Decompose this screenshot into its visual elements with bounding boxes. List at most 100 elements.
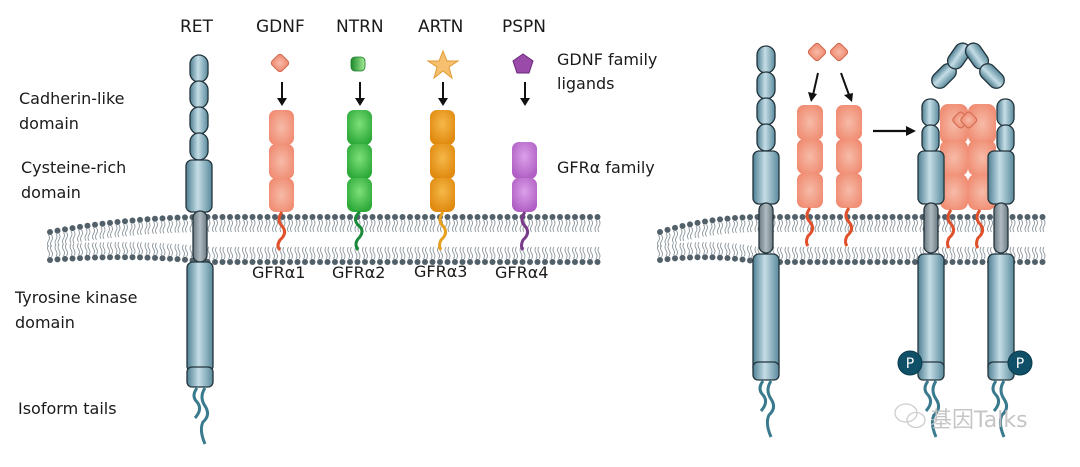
label-gfra4: GFRα4 — [495, 263, 548, 282]
lipid-head — [234, 213, 241, 233]
lipid-head — [91, 242, 99, 261]
lipid-head — [219, 246, 226, 266]
lipid-head — [234, 246, 241, 266]
lipid-head — [166, 214, 174, 234]
label-cadherin-line2: domain — [19, 114, 79, 133]
ret-receptor — [185, 54, 214, 445]
lipid-head — [881, 246, 889, 266]
artn-ligand-icon — [426, 49, 460, 80]
phospho-label-left: P — [906, 356, 914, 372]
lipid-head — [586, 246, 594, 266]
lipid-head — [151, 242, 159, 262]
cell-membrane-right — [656, 213, 1046, 266]
lipid-head — [316, 246, 324, 266]
lipid-head — [694, 219, 701, 239]
lipid-head — [594, 213, 601, 233]
label-gfra3: GFRα3 — [414, 262, 467, 281]
phosphorylation-right-icon: P — [1007, 350, 1033, 376]
lipid-head — [724, 215, 731, 235]
lipid-head — [136, 216, 144, 236]
lipid-head — [656, 228, 664, 248]
gfra4-receptor — [512, 142, 537, 251]
lipid-head — [594, 246, 601, 266]
lipid-head — [571, 246, 579, 266]
label-cysteine-line1: Cysteine-rich — [21, 158, 126, 177]
lipid-head — [579, 213, 586, 233]
lipid-head — [316, 213, 324, 233]
lipid-head — [586, 213, 594, 233]
lipid-head — [956, 213, 964, 233]
lipid-head — [889, 246, 896, 266]
header-artn: ARTN — [418, 17, 463, 37]
lipid-head — [564, 213, 571, 233]
lipid-head — [249, 213, 256, 233]
cell-membrane-left — [46, 213, 601, 266]
lipid-head — [466, 213, 474, 233]
pspn-ligand-icon — [512, 53, 534, 74]
lipid-head — [964, 246, 971, 266]
lipid-head — [829, 246, 836, 266]
lipid-head — [324, 246, 331, 266]
lipid-head — [489, 213, 496, 233]
lipid-head — [851, 246, 859, 266]
lipid-head — [904, 213, 911, 233]
phosphorylation-left-icon: P — [897, 350, 923, 376]
lipid-head — [1031, 246, 1039, 266]
lipid-head — [971, 246, 979, 266]
lipid-head — [859, 246, 866, 266]
lipid-head — [656, 244, 664, 264]
lipid-head — [686, 220, 694, 240]
lipid-head — [836, 213, 844, 233]
header-ret: RET — [180, 17, 214, 37]
lipid-head — [814, 246, 821, 266]
lipid-head — [784, 213, 791, 233]
lipid-head — [701, 241, 709, 261]
lipid-head — [136, 241, 144, 261]
lipid-head — [709, 241, 716, 261]
lipid-head — [896, 213, 904, 233]
lipid-head — [151, 215, 159, 235]
lipid-head — [694, 241, 701, 261]
lipid-head — [91, 221, 99, 241]
lipid-head — [324, 213, 331, 233]
lipid-head — [114, 218, 121, 238]
lipid-head — [1024, 246, 1031, 266]
lipid-head — [481, 213, 489, 233]
lipid-head — [286, 213, 294, 233]
watermark: 基因Talks — [894, 403, 1028, 433]
lipid-head — [881, 213, 889, 233]
legend-gfr-family: GFRα family — [557, 158, 655, 177]
lipid-head — [159, 214, 166, 234]
lipid-head — [129, 241, 136, 261]
lipid-head — [746, 213, 754, 233]
ret-cysteine-domain — [185, 159, 213, 213]
lipid-head — [866, 246, 874, 266]
lipid-head — [121, 241, 129, 261]
lipid-head — [664, 243, 671, 263]
lipid-head — [46, 228, 54, 248]
lipid-head — [346, 213, 354, 233]
lipid-head — [46, 244, 54, 264]
lipid-head — [174, 243, 181, 263]
lipid-head — [776, 213, 784, 233]
lipid-head — [181, 213, 189, 233]
lipid-head — [99, 220, 106, 240]
lipid-head — [911, 213, 919, 233]
lipid-head — [799, 246, 806, 266]
lipid-head — [504, 213, 511, 233]
gdnf-ligand-icon — [270, 53, 290, 73]
lipid-head — [226, 246, 234, 266]
ret-receptor-unbound — [752, 45, 780, 438]
lipid-head — [889, 213, 896, 233]
lipid-head — [399, 246, 406, 266]
lipid-head — [84, 222, 91, 242]
lipid-head — [679, 242, 686, 262]
lipid-head — [724, 242, 731, 262]
lipid-head — [671, 242, 679, 262]
lipid-head — [836, 246, 844, 266]
lipid-head — [429, 213, 436, 233]
lipid-head — [664, 226, 671, 246]
lipid-head — [1009, 213, 1016, 233]
lipid-head — [1024, 213, 1031, 233]
